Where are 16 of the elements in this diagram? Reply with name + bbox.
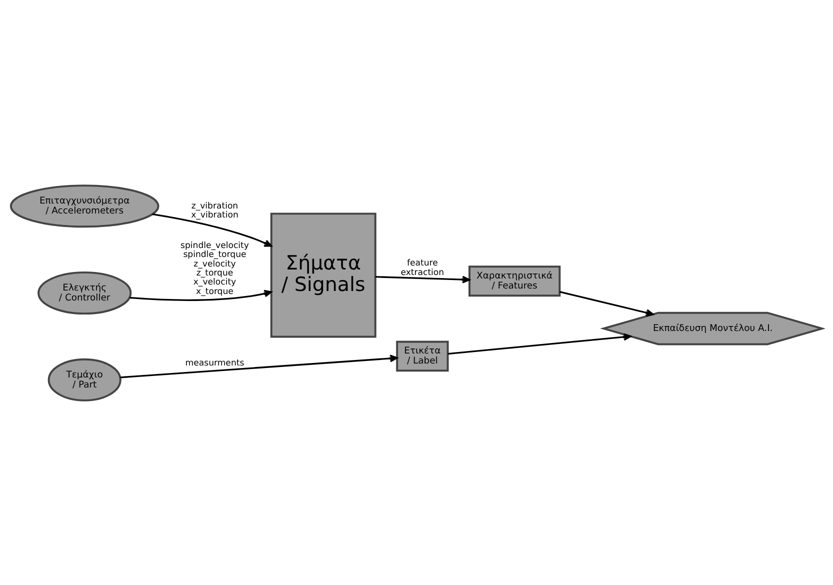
arrow: [130, 289, 272, 300]
node-box: Ετικέτα / Label: [396, 340, 449, 372]
edge-label: z_vibration x_vibration: [191, 200, 238, 220]
node-ellipse: Τεμάχιο / Part: [48, 358, 122, 401]
node-ellipse: Επιταγχυνσιόμετρα / Accelerometers: [10, 184, 160, 228]
edge-label: feature extraction: [400, 258, 444, 278]
edge-label: measurments: [185, 358, 244, 368]
node-ellipse: Ελεγκτής / Controller: [38, 270, 132, 314]
arrow: [375, 275, 470, 283]
arrow: [448, 332, 632, 354]
node-box: Σήματα / Signals: [270, 212, 376, 338]
arrow: [120, 354, 398, 378]
edge-label: spindle_velocity spindle_torque z_velocity z_torque x_velocity x_torque: [180, 240, 249, 296]
node-box: Χαρακτηριστικά / Features: [468, 265, 561, 296]
arrow: [152, 212, 272, 246]
arrow: [559, 290, 654, 316]
